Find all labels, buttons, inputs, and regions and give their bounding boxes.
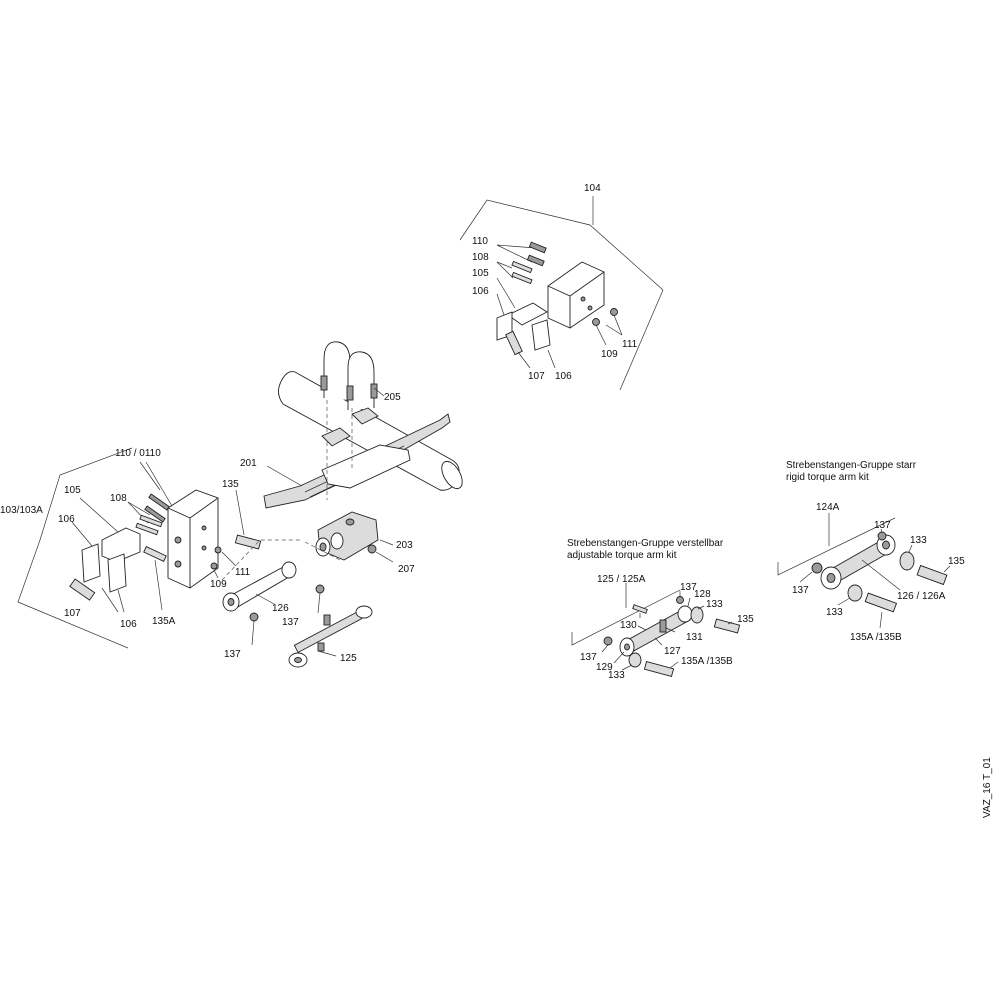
callout-135-left: 135 — [222, 479, 239, 490]
nut-111-top — [610, 308, 618, 316]
bolt-110-top — [496, 241, 547, 267]
callout-135-adj: 135 — [737, 614, 754, 625]
bushing-133-adj-top — [690, 606, 704, 624]
callout-110-0110: 110 / 0110 — [115, 448, 161, 459]
callout-203: 203 — [396, 540, 413, 551]
bolt-135-adj — [713, 618, 741, 634]
plate-106-left-b — [107, 553, 127, 593]
callout-137-left-b: 137 — [224, 649, 241, 660]
callout-135a-135b-adj: 135A /135B — [681, 656, 733, 667]
callout-130: 130 — [620, 620, 637, 631]
bolt-135a-adj — [643, 660, 675, 678]
callout-103-103a: 103/103A — [0, 505, 43, 516]
caption-rigid-en: rigid torque arm kit — [786, 472, 869, 483]
plate-105-left — [101, 527, 141, 563]
callout-labels: 104 110 108 105 106 107 106 109 111 205 … — [0, 183, 965, 681]
caption-adjustable-en: adjustable torque arm kit — [567, 550, 677, 561]
callout-137-adj-left: 137 — [580, 652, 597, 663]
bushing-133-adj-bottom — [628, 652, 642, 668]
callout-126-126a: 126 / 126A — [897, 591, 946, 602]
group-104-bracket-line — [459, 199, 664, 391]
adjustable-torque-arm-kit — [571, 583, 741, 678]
callout-135-rigid: 135 — [948, 556, 965, 567]
callout-109-top: 109 — [601, 349, 618, 360]
bolt-135a-rigid — [864, 592, 898, 613]
bushing-133-rigid-bottom — [847, 584, 863, 602]
plate-106-top-right — [531, 319, 551, 351]
bolt-135-rigid — [916, 564, 948, 586]
callout-105-top: 105 — [472, 268, 489, 279]
callout-106-top-right: 106 — [555, 371, 572, 382]
callout-109-left: 109 — [210, 579, 227, 590]
callout-108-top: 108 — [472, 252, 489, 263]
callout-135a-135b-rigid: 135A /135B — [850, 632, 902, 643]
callout-124a: 124A — [816, 502, 840, 513]
callout-126-left: 126 — [272, 603, 289, 614]
callout-125-left: 125 — [340, 653, 357, 664]
nut-137-left-a — [315, 584, 325, 594]
drawing-id: VAZ_16 T_01 — [982, 757, 993, 818]
caption-adjustable-de: Strebenstangen-Gruppe verstellbar — [567, 538, 724, 549]
callout-110-top: 110 — [472, 236, 488, 247]
caption-rigid-de: Strebenstangen-Gruppe starr — [786, 460, 917, 471]
callout-205: 205 — [384, 392, 401, 403]
callout-137-left-a: 137 — [282, 617, 299, 628]
callout-127: 127 — [664, 646, 681, 657]
nut-109-top — [592, 318, 600, 326]
callout-131: 131 — [686, 632, 703, 643]
kit-captions: Strebenstangen-Gruppe starr rigid torque… — [567, 460, 917, 561]
plate-105-top — [507, 302, 548, 326]
group-104-bracket-kit — [459, 196, 664, 391]
callout-125-125a: 125 / 125A — [597, 574, 646, 585]
callout-104: 104 — [584, 183, 601, 194]
callout-106-top-left: 106 — [472, 286, 489, 297]
callout-135a-left: 135A — [152, 616, 176, 627]
callout-108-left: 108 — [110, 493, 127, 504]
callout-107-left: 107 — [64, 608, 81, 619]
nut-207 — [367, 544, 377, 554]
callout-106-left: 106 — [58, 514, 75, 525]
u-bolt-1 — [323, 341, 351, 400]
callout-105-left: 105 — [64, 485, 81, 496]
callout-207: 207 — [398, 564, 415, 575]
callout-137-rigid-top: 137 — [874, 520, 891, 531]
callout-111-left: 111 — [235, 567, 251, 578]
callout-106-left-b: 106 — [120, 619, 137, 630]
group-103-bracket — [17, 447, 373, 668]
bolt-135a-left — [143, 546, 167, 562]
adjustable-arm-125-left — [288, 605, 373, 668]
callout-133-adj-bottom: 133 — [608, 670, 625, 681]
plate-106-left-a — [81, 543, 101, 583]
pin-107-top — [505, 330, 523, 356]
callout-133-rigid-top: 133 — [910, 535, 927, 546]
nut-137-left-b — [249, 612, 259, 622]
axle-and-leaf-spring — [263, 341, 463, 563]
callout-128: 128 — [694, 589, 711, 600]
callout-137-adj-top: 137 — [680, 582, 697, 593]
u-bolt-2 — [347, 351, 375, 410]
callout-111-top: 111 — [622, 339, 638, 350]
rigid-torque-arm-kit — [777, 513, 951, 629]
callout-129: 129 — [596, 662, 613, 673]
callout-137-rigid-left: 137 — [792, 585, 809, 596]
callout-133-rigid-bottom: 133 — [826, 607, 843, 618]
bushing-133-rigid-top — [899, 551, 915, 571]
callout-107-top: 107 — [528, 371, 545, 382]
pin-107-left — [69, 578, 96, 601]
callout-133-adj-top: 133 — [706, 599, 723, 610]
bolt-135-left — [234, 534, 262, 550]
callout-201: 201 — [240, 458, 257, 469]
bolt-108-top — [496, 260, 533, 285]
